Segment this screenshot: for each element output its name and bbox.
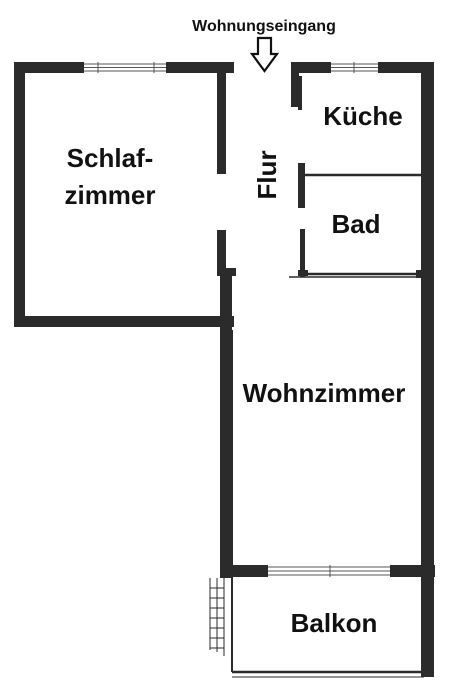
kitchen-bath-walls: [289, 62, 434, 278]
living-room-window: [268, 565, 390, 577]
room-label-schlafzimmer-2: zimmer: [64, 180, 155, 210]
room-label-bad: Bad: [331, 209, 380, 239]
kitchen-window: [331, 62, 378, 73]
bedroom-window: [84, 62, 166, 73]
room-label-wohnzimmer: Wohnzimmer: [243, 378, 406, 408]
living-room-walls: [217, 62, 435, 677]
room-label-flur: Flur: [252, 150, 282, 199]
entrance-label: Wohnungseingang: [192, 18, 336, 35]
room-label-kueche: Küche: [323, 101, 402, 131]
down-arrow-icon: [249, 36, 280, 73]
bedroom-walls: [14, 62, 234, 327]
room-label-schlafzimmer-1: Schlaf-: [67, 143, 154, 173]
room-label-balkon: Balkon: [291, 608, 378, 638]
balcony-structure: [209, 577, 424, 678]
